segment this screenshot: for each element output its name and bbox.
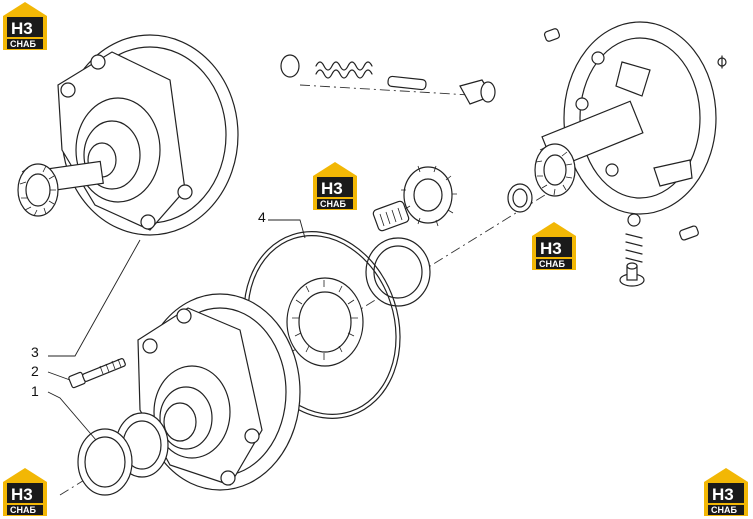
logo-right: H3 CHAБ bbox=[532, 222, 576, 270]
logo-mark-text: H3 bbox=[712, 485, 734, 504]
logo-bottom-left: H3 CHAБ bbox=[3, 468, 47, 516]
gear-set bbox=[365, 165, 533, 307]
logo-mark-text: H3 bbox=[540, 239, 562, 258]
logo-caption-text: CHAБ bbox=[539, 259, 565, 269]
callout-2: 2 bbox=[31, 363, 39, 379]
upper-pump-housing bbox=[17, 34, 239, 236]
logo-mark-text: H3 bbox=[11, 485, 33, 504]
logo-mark-text: H3 bbox=[321, 179, 343, 198]
logo-caption-text: CHAБ bbox=[320, 199, 346, 209]
logo-caption-text: CHAБ bbox=[711, 505, 737, 515]
bolt bbox=[68, 358, 126, 389]
leader-1 bbox=[47, 391, 97, 441]
ring-gear bbox=[286, 277, 364, 367]
upper-axis bbox=[299, 84, 471, 96]
seal-rings bbox=[77, 412, 169, 496]
valve-parts bbox=[619, 213, 699, 287]
leader-2 bbox=[47, 371, 71, 381]
logo-center: H3 CHAБ bbox=[313, 162, 357, 210]
logo-mark-text: H3 bbox=[11, 19, 33, 38]
callout-1: 1 bbox=[31, 383, 39, 399]
logo-caption-text: CHAБ bbox=[10, 505, 36, 515]
upper-right-housing bbox=[534, 21, 727, 215]
logo-bottom-right: H3 CHAБ bbox=[704, 468, 748, 516]
leader-3 bbox=[48, 239, 141, 357]
leader-4 bbox=[268, 219, 306, 239]
callout-3: 3 bbox=[31, 344, 39, 360]
lower-pump-housing bbox=[137, 293, 301, 491]
logo-caption-text: CHAБ bbox=[10, 39, 36, 49]
logo-top-left: H3 CHAБ bbox=[3, 2, 47, 50]
callout-4: 4 bbox=[258, 209, 266, 225]
small-parts-row bbox=[280, 54, 496, 105]
